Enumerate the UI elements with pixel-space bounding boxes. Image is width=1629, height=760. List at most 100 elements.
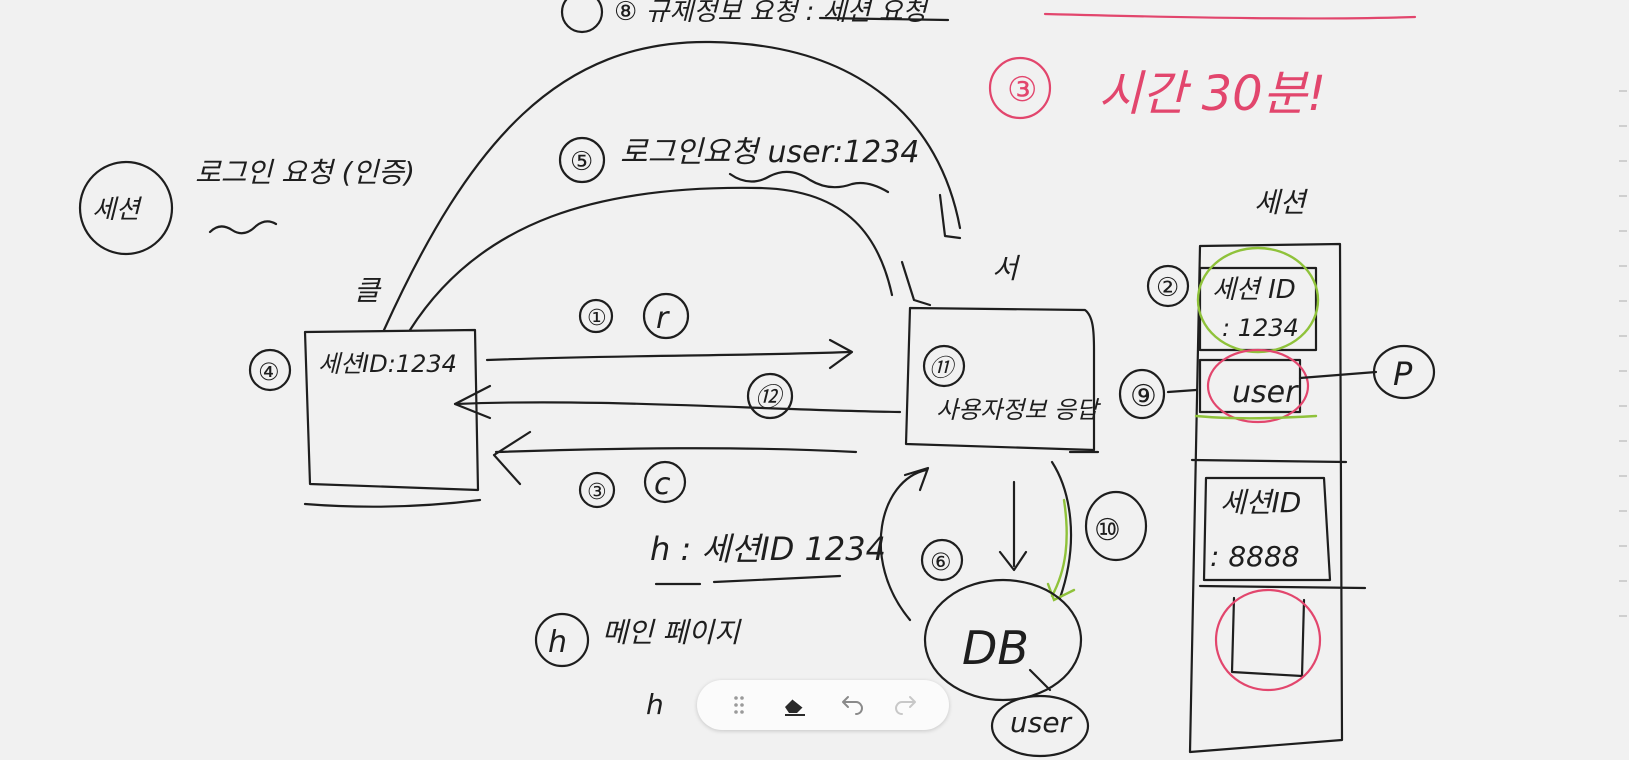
client-label: 클 [354,274,382,307]
step9-circle [1118,368,1166,420]
session-column [1188,242,1344,754]
server-label: 서 [992,252,1021,285]
step9-label: ⑨ [1130,379,1157,414]
drag-handle-icon[interactable] [721,687,757,723]
user-slot-label: user [1232,375,1299,410]
step7-circle [534,612,590,668]
cookie-underline [654,574,842,586]
step1-label: ① [587,306,607,331]
arrow-down-db-head [998,550,1028,572]
db-label: DB [962,621,1029,675]
eraser-button[interactable] [777,687,813,723]
user-slot-red-circle [1206,348,1310,424]
step8-circle [560,0,604,34]
red-step3-label: ③ [1007,70,1037,110]
client-box [303,328,480,492]
step5-squiggle [728,170,890,194]
scroll-tick [1619,510,1627,512]
scroll-tick [1619,475,1627,477]
step5-label: ⑤ [570,147,593,177]
step1-r-circle [642,292,690,340]
scrollbar[interactable] [1615,0,1629,760]
red-top-line [1043,12,1417,20]
step1-circle [578,298,614,334]
scroll-tick [1619,580,1627,582]
arc-step5-arrow [900,260,932,307]
session2-id-value: : 8888 [1210,540,1300,573]
step2-circle [1146,264,1190,308]
user-slot-box [1198,358,1302,414]
step8-underline [818,16,950,22]
time-30min-text: 시간 30분! [1098,66,1326,122]
curve-step6 [879,468,928,622]
step9-connector [1166,388,1198,394]
curve-step6-head [903,466,930,492]
arrow-step3-head [492,430,532,486]
empty-slot-red-circle [1214,588,1322,692]
step10-circle [1084,490,1148,562]
session-circle [78,160,174,256]
session2-box [1202,476,1332,582]
redo-icon [894,696,916,715]
session-divider-2 [1198,584,1367,590]
arrow-step1-head [828,338,854,370]
step12-label: ⑫ [755,383,785,413]
session1-green-circle [1196,246,1320,354]
scroll-tick [1619,125,1627,127]
login-request-text: 로그인 요청 (인증) [195,156,415,189]
db-user-ellipse [990,694,1090,758]
arc-step8 [382,40,962,332]
db-connector [1028,668,1052,692]
drawing-toolbar [697,680,949,730]
session1-id-label: 세션 ID [1212,275,1296,305]
step5-text: 로그인요청 user:1234 [620,135,919,170]
green-curve [1050,498,1068,598]
stepP-circle [1372,344,1436,400]
step4-label: ④ [258,358,280,386]
step3-c-label: c [654,467,671,502]
step12-circle [746,372,794,420]
scroll-tick [1619,265,1627,267]
step4-circle [248,348,292,392]
client-box-base [303,498,482,508]
step11-label: ⑪ [929,354,957,382]
scroll-tick [1619,300,1627,302]
cookie-text: h : 세션ID 1234 [650,530,886,568]
scroll-tick [1619,440,1627,442]
user-slot-green-underline [1194,414,1318,420]
undo-icon [842,696,864,715]
step2-label: ② [1156,273,1179,303]
session-divider-1 [1190,458,1348,464]
user-info-response-text: 사용자정보 응답 [936,396,1101,424]
scroll-tick [1619,90,1627,92]
client-box-text: 세션ID:1234 [318,350,457,378]
empty-slot-box [1230,596,1306,678]
step7-label: h [548,625,567,660]
scroll-tick [1619,545,1627,547]
arrow-step3 [494,447,858,454]
arc-step5 [408,186,894,332]
green-arrow-head [1046,582,1076,602]
step5-circle [558,136,606,184]
arc-step8-arrow [938,193,962,240]
step3-c-circle [643,460,687,504]
scroll-tick [1619,335,1627,337]
step6-circle [920,538,964,582]
undo-button[interactable] [833,687,869,723]
redo-button[interactable] [889,687,925,723]
scroll-tick [1619,405,1627,407]
stepP-connector [1298,370,1378,380]
red-step3-circle [988,56,1052,120]
eraser-icon [785,698,805,716]
step11-circle [922,344,966,388]
step6-label: ⑥ [930,548,952,576]
step10-label: ⑩ [1094,513,1121,548]
scroll-tick [1619,230,1627,232]
session-title: 세션 [1254,186,1309,219]
step1-r-label: r [656,301,670,336]
session1-id-value: : 1234 [1222,314,1299,342]
scroll-tick [1619,195,1627,197]
arrow-step12 [453,401,902,414]
